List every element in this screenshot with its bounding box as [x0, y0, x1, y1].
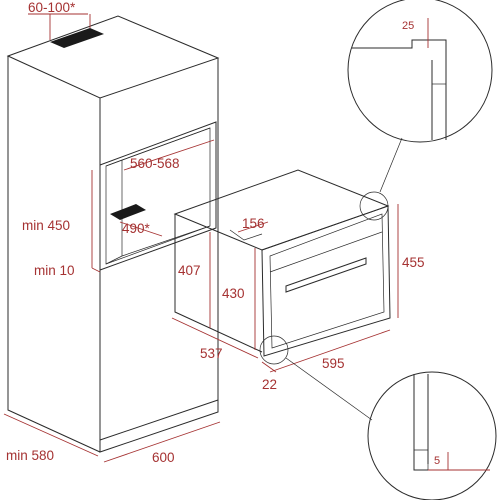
label-oven-inner-height: 430: [222, 286, 245, 301]
vent-slot: [50, 28, 104, 48]
label-vent-opening: 60-100*: [28, 0, 76, 15]
label-oven-front-height: 455: [402, 255, 425, 270]
label-niche-width: 560-568: [130, 156, 180, 171]
niche-vent-slot: [110, 204, 146, 220]
label-cabinet-width: 600: [152, 450, 175, 465]
dimension-labels: 60-100* 560-568 min 450 490* min 10 min …: [6, 0, 440, 467]
dimension-lines: [3, 13, 399, 463]
label-cabinet-depth: min 580: [6, 448, 54, 463]
label-detail-top-gap: 25: [402, 20, 414, 32]
detail-bottom: [259, 335, 497, 500]
detail-top: [347, 0, 493, 221]
label-oven-depth: 537: [200, 346, 223, 361]
label-niche-depth: 490*: [122, 221, 151, 236]
label-oven-body-height: 407: [178, 263, 201, 278]
label-detail-bottom-gap: 5: [434, 455, 440, 467]
tall-cabinet: [6, 15, 220, 453]
label-niche-height: min 450: [22, 218, 70, 233]
label-oven-front-width: 595: [322, 356, 345, 371]
label-oven-top-step: 156: [242, 216, 265, 231]
label-base-gap: min 10: [34, 263, 75, 278]
label-front-offset: 22: [262, 377, 277, 392]
oven: [173, 169, 391, 357]
